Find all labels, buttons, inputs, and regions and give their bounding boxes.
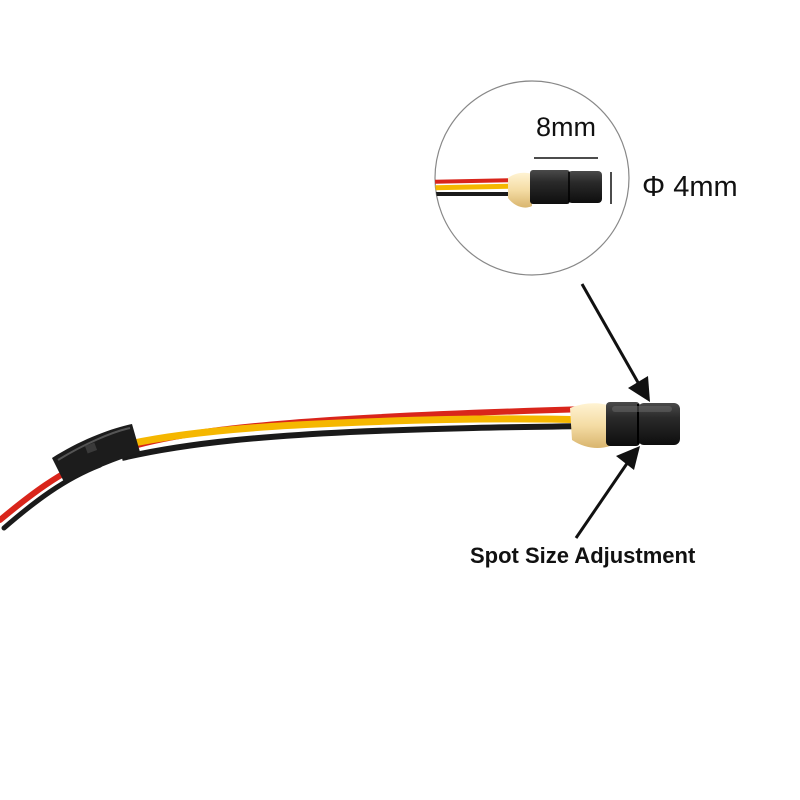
heat-shrink-sleeve — [52, 424, 140, 482]
length-label: 8mm — [536, 112, 596, 142]
spot-size-callout: Spot Size Adjustment — [470, 543, 696, 568]
zoom-arrow — [580, 283, 650, 402]
diameter-label: Φ 4mm — [642, 171, 738, 203]
laser-module — [570, 402, 680, 448]
callout-arrow — [574, 446, 640, 539]
main-cable — [0, 406, 593, 531]
focus-cap — [638, 403, 680, 445]
module-body — [606, 402, 640, 446]
zoom-detail — [434, 80, 630, 276]
